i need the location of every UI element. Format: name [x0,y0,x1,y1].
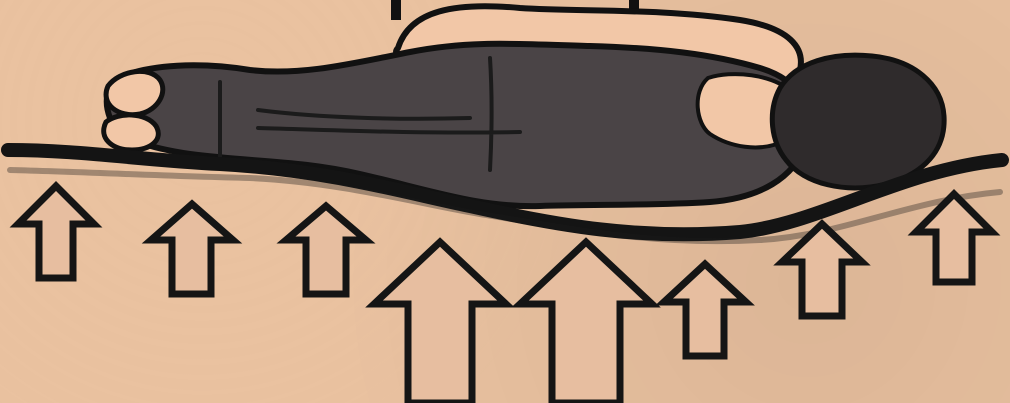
support-arrow-icon [18,186,94,278]
support-arrow-icon [151,204,233,294]
pressure-arrow-icon [520,242,652,403]
head [772,55,944,188]
support-arrow-icon [286,206,366,294]
support-arrow-icon [664,264,746,356]
pressure-arrow-icon [374,242,506,403]
